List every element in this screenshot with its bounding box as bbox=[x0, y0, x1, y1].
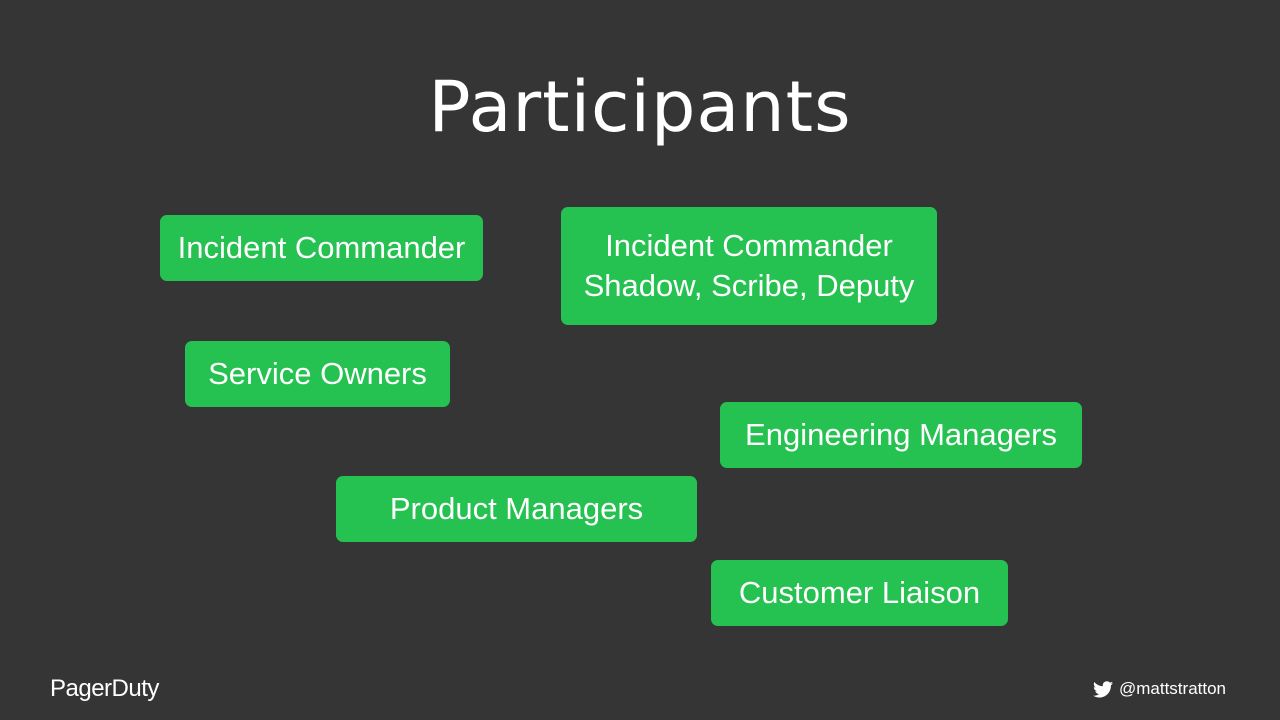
twitter-handle: @mattstratton bbox=[1092, 678, 1226, 700]
pagerduty-logo: PagerDuty bbox=[50, 675, 159, 702]
participant-label: Incident Commander bbox=[177, 230, 466, 265]
participant-label: Service Owners bbox=[208, 356, 427, 391]
participant-label-line1: Incident Commander bbox=[605, 228, 893, 263]
participant-label: Engineering Managers bbox=[745, 417, 1057, 452]
participant-label-line2: Shadow, Scribe, Deputy bbox=[583, 268, 915, 303]
twitter-bird-icon bbox=[1092, 680, 1113, 697]
slide-title: Participants bbox=[428, 66, 852, 148]
participant-product-managers: Product Managers bbox=[336, 476, 697, 542]
participant-label: Product Managers bbox=[389, 491, 644, 526]
twitter-handle-text: @mattstratton bbox=[1118, 679, 1226, 698]
participant-incident-commander: Incident Commander bbox=[160, 215, 483, 281]
participant-engineering-managers: Engineering Managers bbox=[720, 402, 1082, 468]
participant-ic-support-roles: Incident Commander Shadow, Scribe, Deput… bbox=[561, 207, 937, 325]
participant-customer-liaison: Customer Liaison bbox=[711, 560, 1008, 626]
participant-service-owners: Service Owners bbox=[185, 341, 450, 407]
participant-label: Customer Liaison bbox=[738, 575, 981, 610]
